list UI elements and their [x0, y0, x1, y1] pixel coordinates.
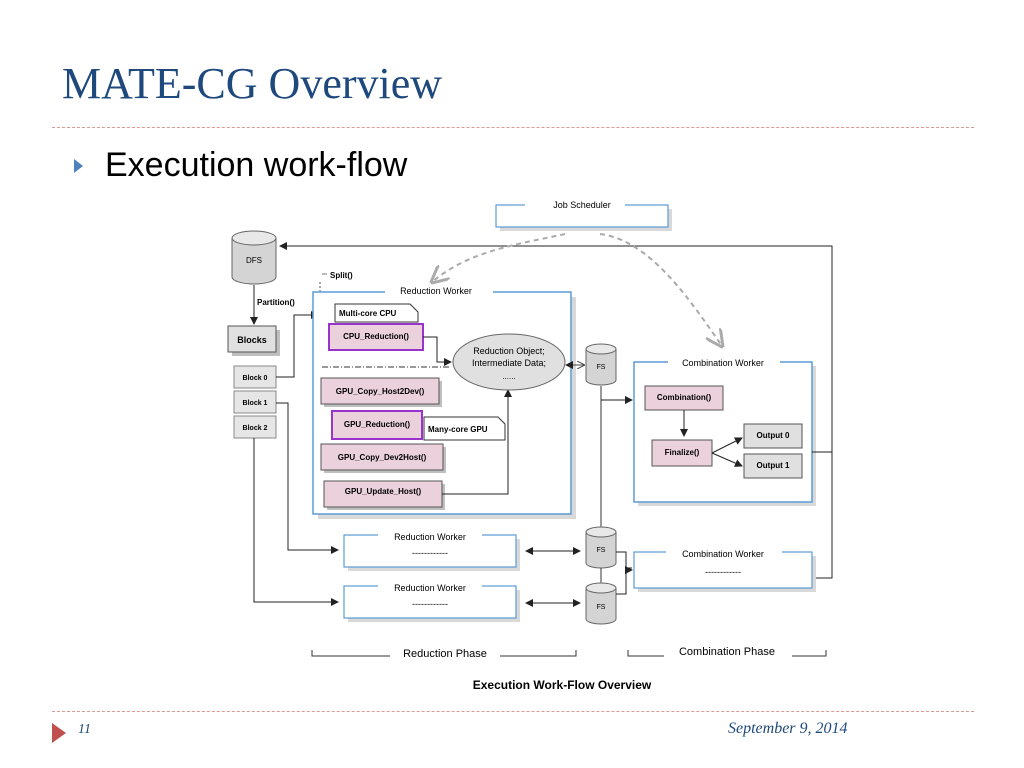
- svg-text:Combination Phase: Combination Phase: [679, 646, 775, 658]
- gpu-copy-host2dev-box: GPU_Copy_Host2Dev(): [320, 377, 442, 407]
- block-2: Block 2: [233, 415, 277, 439]
- footer-marker-icon: [52, 723, 66, 743]
- reduction-worker-3: Reduction Worker ------------: [343, 581, 520, 622]
- dfs-label: DFS: [246, 256, 262, 265]
- job-scheduler-label: Job Scheduler: [553, 200, 611, 210]
- slide-title: MATE-CG Overview: [62, 59, 443, 108]
- multi-core-cpu-tag: Multi-core CPU: [334, 303, 419, 323]
- cpu-reduction-box: CPU_Reduction(): [328, 323, 424, 351]
- output-0-box: Output 0: [743, 423, 803, 449]
- svg-text:------------: ------------: [705, 567, 741, 577]
- job-scheduler-box: Job Scheduler: [495, 200, 672, 231]
- dfs-cylinder: DFS: [231, 230, 277, 285]
- block-1: Block 1: [233, 390, 277, 414]
- svg-text:Output 0: Output 0: [757, 431, 790, 440]
- svg-text:Reduction Worker: Reduction Worker: [394, 532, 466, 542]
- reduction-phase-bracket: Reduction Phase: [311, 648, 577, 660]
- svg-text:Output 1: Output 1: [757, 461, 790, 470]
- svg-text:FS: FS: [597, 364, 606, 371]
- svg-text:------------: ------------: [412, 548, 448, 558]
- blocks-label: Blocks: [237, 335, 267, 345]
- reduction-object-ellipse: Reduction Object; Intermediate Data; ...…: [452, 333, 566, 391]
- svg-text:FS: FS: [597, 604, 606, 611]
- slide-number: 11: [78, 722, 91, 737]
- svg-text:Block 0: Block 0: [243, 375, 268, 382]
- gpu-copy-dev2host-box: GPU_Copy_Dev2Host(): [320, 443, 446, 473]
- bullet-arrow-icon: [74, 158, 83, 173]
- finalize-box: Finalize(): [651, 439, 713, 467]
- gpu-update-host-box: GPU_Update_Host(): [323, 480, 445, 510]
- combination-box: Combination(): [644, 385, 724, 411]
- output-1-box: Output 1: [743, 453, 803, 479]
- svg-text:CPU_Reduction(): CPU_Reduction(): [343, 332, 409, 341]
- svg-text:......: ......: [502, 372, 515, 381]
- svg-text:Combination(): Combination(): [657, 393, 712, 402]
- combination-phase-bracket: Combination Phase: [627, 646, 827, 658]
- svg-text:Block 2: Block 2: [243, 425, 268, 432]
- fs-cylinder-3: FS: [585, 582, 617, 625]
- svg-text:Intermediate Data;: Intermediate Data;: [472, 358, 546, 368]
- svg-text:Block 1: Block 1: [243, 400, 268, 407]
- svg-text:Reduction Object;: Reduction Object;: [473, 346, 545, 356]
- blocks-box: Blocks: [227, 325, 280, 356]
- partition-label: Partition(): [257, 298, 295, 307]
- fs-cylinder-1: FS: [585, 343, 617, 386]
- reduction-worker-label: Reduction Worker: [400, 286, 472, 296]
- reduction-worker-2: Reduction Worker ------------: [343, 530, 520, 571]
- gpu-reduction-box: GPU_Reduction(): [331, 410, 423, 440]
- svg-text:GPU_Copy_Dev2Host(): GPU_Copy_Dev2Host(): [338, 453, 427, 462]
- title-divider: [52, 127, 974, 128]
- fs-cylinder-2: FS: [585, 526, 617, 569]
- combination-worker-2: Combination Worker ------------: [633, 547, 816, 592]
- bullet-text: Execution work-flow: [105, 146, 408, 184]
- diagram-caption: Execution Work-Flow Overview: [473, 678, 652, 692]
- split-label: Split(): [330, 271, 353, 280]
- svg-text:Combination Worker: Combination Worker: [682, 549, 764, 559]
- svg-text:FS: FS: [597, 547, 606, 554]
- many-core-gpu-tag: Many-core GPU: [423, 416, 506, 441]
- svg-text:------------: ------------: [412, 599, 448, 609]
- svg-text:Finalize(): Finalize(): [665, 448, 700, 457]
- svg-text:GPU_Copy_Host2Dev(): GPU_Copy_Host2Dev(): [336, 387, 425, 396]
- svg-text:GPU_Reduction(): GPU_Reduction(): [344, 420, 411, 429]
- block-0: Block 0: [233, 365, 277, 389]
- bullet-item: Execution work-flow: [74, 146, 407, 185]
- svg-text:Combination Worker: Combination Worker: [682, 358, 764, 368]
- footer-divider: [52, 711, 974, 712]
- slide-date: September 9, 2014: [728, 720, 848, 737]
- svg-text:Multi-core CPU: Multi-core CPU: [339, 309, 397, 318]
- svg-text:GPU_Update_Host(): GPU_Update_Host(): [345, 487, 422, 496]
- svg-text:Reduction Worker: Reduction Worker: [394, 583, 466, 593]
- svg-text:Many-core GPU: Many-core GPU: [428, 425, 488, 434]
- svg-text:Reduction Phase: Reduction Phase: [403, 648, 487, 660]
